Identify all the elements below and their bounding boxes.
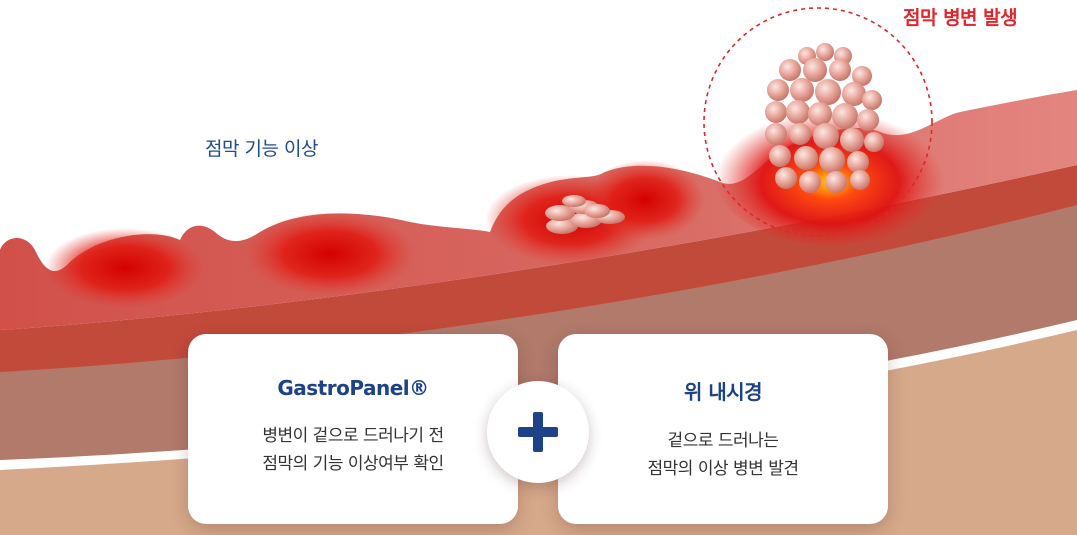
- lamina-layer: [0, 165, 1077, 372]
- inflammation-spot: [245, 212, 415, 296]
- late-stage-label: 점막 병변 발생: [903, 7, 1018, 29]
- card-description: 겉으로 드러나는 점막의 이상 병변 발견: [558, 427, 888, 483]
- gastropanel-card: GastroPanel® 병변이 겉으로 드러나기 전 점막의 기능 이상여부 …: [188, 334, 518, 524]
- card-title: 위 내시경: [683, 380, 763, 404]
- lesion-highlight-circle: [703, 7, 933, 237]
- tumor-lesion: [765, 43, 884, 193]
- small-polyp-cluster: [545, 195, 625, 234]
- card-desc-line: 겉으로 드러나는: [667, 431, 779, 451]
- endoscopy-card: 위 내시경 겉으로 드러나는 점막의 이상 병변 발견: [558, 334, 888, 524]
- inflammation-spot: [45, 228, 205, 308]
- card-description: 병변이 겉으로 드러나기 전 점막의 기능 이상여부 확인: [188, 422, 518, 478]
- card-desc-line: 점막의 기능 이상여부 확인: [262, 454, 444, 474]
- plus-bar-vertical: [533, 412, 543, 452]
- inflammation-spot: [585, 160, 705, 240]
- card-desc-line: 병변이 겉으로 드러나기 전: [262, 426, 444, 446]
- card-desc-line: 점막의 이상 병변 발견: [647, 459, 799, 479]
- plus-icon: [487, 381, 589, 483]
- card-title: GastroPanel®: [277, 376, 429, 400]
- early-stage-label: 점막 기능 이상: [205, 138, 318, 160]
